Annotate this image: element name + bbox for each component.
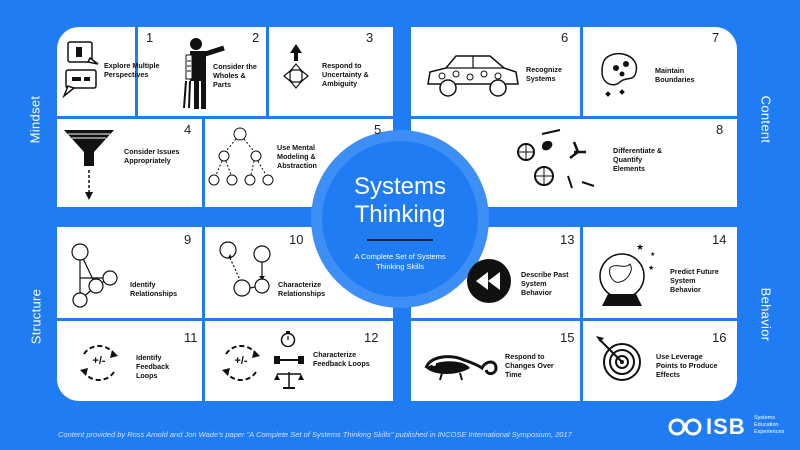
structure-label: Structure	[28, 288, 44, 345]
subtitle-line1: A Complete Set of Systems	[354, 252, 446, 261]
skill-number: 15	[560, 330, 575, 345]
svg-text:★: ★	[636, 243, 644, 253]
stopwatch-icon	[280, 331, 296, 348]
skill-number: 6	[561, 30, 569, 45]
footer-citation: Content provided by Ross Arnold and Jon …	[58, 430, 572, 439]
car-icon	[427, 55, 519, 97]
center-title: Systems Thinking	[322, 173, 478, 229]
tree-model-icon	[208, 127, 274, 186]
skill-number: 16	[712, 330, 727, 345]
rewind-icon	[467, 259, 511, 303]
speech-bubbles-icon	[62, 41, 99, 99]
loop-symbol: +/-	[234, 355, 248, 367]
feedback-loop-icon	[80, 345, 118, 381]
skill-number: 5	[374, 122, 382, 137]
content-label: Content	[758, 95, 774, 144]
target-icon	[596, 336, 641, 381]
skill-number: 10	[289, 232, 304, 247]
title-line2: Thinking	[354, 201, 446, 228]
bicycle-parts-icon	[517, 129, 595, 189]
relationship-graph-icon	[71, 243, 118, 308]
dumbbell-icon	[274, 356, 304, 364]
funnel-icon	[64, 130, 114, 200]
infinity-logo-icon	[668, 418, 702, 436]
skill-number: 2	[252, 30, 260, 45]
four-arrows-icon	[283, 44, 309, 89]
skill-number: 1	[146, 30, 154, 45]
skill-number: 3	[366, 30, 374, 45]
skill-number: 12	[364, 330, 379, 345]
title-line1: Systems	[353, 173, 446, 200]
crystal-ball-icon: ★ ★ ★	[599, 243, 655, 306]
skill-number: 9	[184, 232, 192, 247]
feedback-loop-icon	[222, 345, 260, 381]
chameleon-icon	[424, 355, 498, 381]
center-subtitle: A Complete Set of Systems Thinking Skill…	[322, 252, 478, 272]
logo-name: ISB	[706, 414, 746, 439]
boundary-shape-icon	[601, 52, 638, 97]
skill-number: 4	[184, 122, 192, 137]
center-circle	[322, 141, 478, 297]
skill-number: 8	[716, 122, 724, 137]
center-underline	[367, 239, 433, 241]
svg-text:★: ★	[648, 264, 654, 272]
skill-number: 7	[712, 30, 720, 45]
person-anatomy-icon	[183, 38, 225, 109]
loop-symbol: +/-	[92, 355, 106, 367]
svg-text:★: ★	[650, 251, 655, 258]
mindset-label: Mindset	[27, 95, 43, 144]
subtitle-line2: Thinking Skills	[376, 262, 424, 271]
scales-icon	[274, 372, 304, 389]
skill-number: 14	[712, 232, 727, 247]
skill-number: 13	[560, 232, 575, 247]
behavior-label: Behavior	[758, 287, 774, 342]
directed-graph-icon	[219, 241, 271, 297]
skill-number: 11	[184, 330, 198, 345]
